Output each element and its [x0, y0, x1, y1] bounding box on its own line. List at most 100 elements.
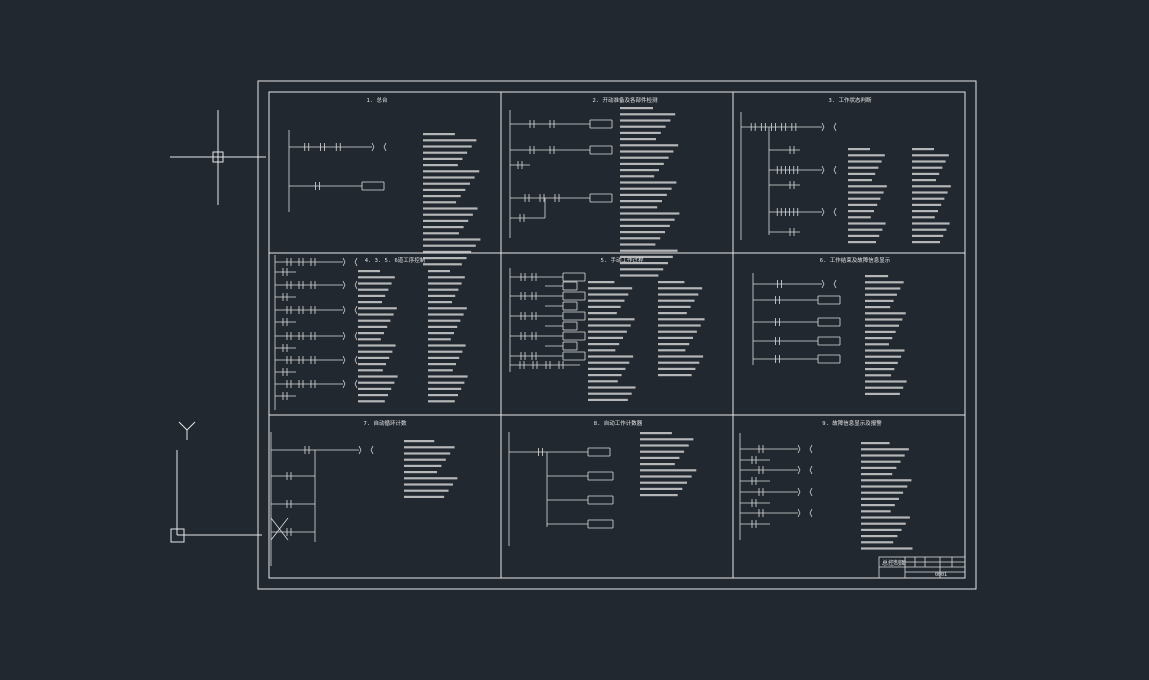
instruction-line [358, 344, 396, 347]
instruction-line [912, 154, 949, 157]
instruction-line [640, 469, 697, 472]
instruction-line [358, 288, 389, 291]
instruction-line [620, 113, 676, 116]
title-block: 总控制图 0001 [878, 556, 966, 579]
instruction-line [428, 400, 455, 403]
instruction-line [620, 200, 662, 203]
instruction-line [428, 375, 468, 378]
instruction-line [620, 150, 674, 153]
instruction-line [848, 228, 883, 231]
instruction-line [658, 343, 690, 346]
instruction-line [912, 241, 940, 244]
instruction-line [588, 361, 630, 364]
instruction-line [588, 392, 632, 395]
instruction-line [620, 131, 661, 134]
instruction-line [404, 458, 446, 461]
instruction-line [423, 232, 459, 235]
instruction-line [358, 301, 382, 304]
instruction-line [358, 313, 394, 316]
instruction-line [588, 293, 629, 296]
instruction-line [848, 203, 878, 206]
instruction-line [865, 361, 898, 364]
instruction-line [865, 330, 896, 333]
instruction-line [640, 456, 680, 459]
instruction-line [423, 201, 457, 204]
instruction-line [358, 400, 385, 403]
instruction-line [658, 305, 691, 308]
instruction-line [912, 216, 935, 219]
instruction-line [912, 166, 943, 169]
instruction-line [588, 349, 616, 352]
instruction-line [620, 206, 658, 209]
instruction-line [861, 522, 906, 525]
instruction-line [428, 394, 458, 397]
instruction-line [428, 356, 460, 359]
panel-title-1: 1. 总台 [367, 96, 388, 104]
instruction-line [620, 262, 668, 265]
instruction-line [861, 454, 905, 457]
instruction-line [428, 270, 450, 273]
instruction-line [620, 187, 672, 190]
instruction-line [620, 181, 677, 184]
instruction-line [640, 494, 678, 497]
instruction-line [861, 448, 909, 451]
instruction-line [658, 281, 685, 284]
instruction-line [848, 216, 871, 219]
instruction-line [865, 275, 889, 278]
instruction-line [358, 270, 380, 273]
instruction-line [640, 463, 675, 466]
instruction-line [912, 228, 947, 231]
instruction-line [658, 299, 695, 302]
instruction-line [658, 324, 701, 327]
instruction-line [358, 332, 384, 335]
instruction-line [658, 293, 699, 296]
instruction-line [620, 125, 666, 128]
instruction-line [848, 210, 874, 213]
instruction-line [861, 473, 893, 476]
instruction-line [861, 479, 912, 482]
instruction-line [912, 160, 946, 163]
instruction-line [658, 349, 686, 352]
crosshair-cursor [170, 110, 266, 205]
panel-title-6: 6. 工作结束及故障信息显示 [820, 256, 891, 264]
instruction-line [912, 185, 951, 188]
instruction-line [428, 307, 467, 310]
instruction-line [428, 282, 462, 285]
instruction-line [358, 294, 386, 297]
instruction-line [588, 398, 628, 401]
instruction-line [658, 361, 700, 364]
instruction-line [588, 336, 624, 339]
instruction-line [358, 325, 388, 328]
instruction-line [912, 179, 936, 182]
instruction-line [428, 313, 464, 316]
instruction-line [861, 497, 899, 500]
instruction-line [861, 528, 902, 531]
instruction-line [358, 307, 397, 310]
instruction-line [588, 324, 631, 327]
ladder-diagrams [270, 110, 841, 566]
instruction-line [423, 176, 475, 179]
instruction-line [658, 330, 697, 333]
instruction-line [658, 374, 692, 377]
instruction-line [848, 197, 881, 200]
instruction-line [658, 355, 704, 358]
instruction-line [865, 368, 895, 371]
sheet-outer-border [257, 80, 977, 590]
instruction-line [428, 350, 463, 353]
instruction-line [865, 312, 906, 315]
instruction-line [423, 151, 468, 154]
instruction-line [848, 166, 879, 169]
instruction-line [861, 541, 894, 544]
instruction-line [588, 386, 636, 389]
instruction-line [428, 363, 456, 366]
instruction-line [861, 442, 890, 445]
instruction-line [848, 191, 884, 194]
sheet-inner-border [268, 91, 966, 579]
title-block-number: 0001 [935, 572, 947, 578]
instruction-line [423, 145, 472, 148]
instruction-line [358, 350, 393, 353]
instruction-line [912, 148, 934, 151]
instruction-line [620, 255, 673, 258]
instruction-line [620, 162, 664, 165]
